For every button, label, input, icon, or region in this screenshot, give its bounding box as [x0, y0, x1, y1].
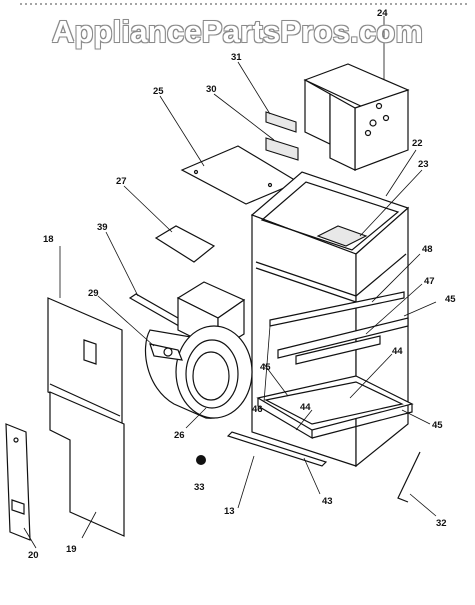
callout-33: 33 — [194, 482, 205, 493]
part-23-filter-plate[interactable] — [316, 225, 368, 247]
callout-25: 25 — [153, 86, 164, 97]
callout-30: 30 — [206, 84, 217, 95]
part-29-motor-mount[interactable] — [149, 343, 183, 361]
part-47-rail[interactable] — [277, 317, 409, 365]
part-31-plate[interactable] — [265, 111, 297, 133]
callout-22: 22 — [412, 138, 423, 149]
part-32-rod[interactable] — [397, 451, 421, 503]
leader-lines — [23, 16, 437, 549]
callout-31: 31 — [231, 52, 242, 63]
part-48-rail[interactable] — [269, 291, 405, 327]
callout-47: 47 — [424, 276, 435, 287]
callout-44-upper: 44 — [392, 346, 403, 357]
part-24-top-box[interactable] — [303, 63, 410, 171]
part-19-lower-door[interactable] — [49, 391, 125, 537]
callout-26: 26 — [174, 430, 185, 441]
callout-46: 46 — [252, 404, 263, 415]
callout-18: 18 — [43, 234, 54, 245]
callout-45-left: 45 — [260, 362, 271, 373]
callout-44-lower: 44 — [300, 402, 311, 413]
callout-24: 24 — [377, 8, 388, 19]
callout-39: 39 — [97, 222, 108, 233]
callout-45-right: 45 — [445, 294, 456, 305]
callout-labels: 24 31 30 25 22 23 27 39 18 29 48 47 45 4… — [28, 8, 456, 561]
callout-29: 29 — [88, 288, 99, 299]
part-30-plate[interactable] — [265, 137, 299, 161]
part-27-bracket[interactable] — [154, 225, 216, 263]
callout-13: 13 — [224, 506, 235, 517]
callout-20: 20 — [28, 550, 39, 561]
callout-19: 19 — [66, 544, 77, 555]
part-20-control-panel[interactable] — [5, 423, 31, 541]
part-44-base-frame[interactable] — [256, 375, 414, 440]
callout-48: 48 — [422, 244, 433, 255]
callout-27: 27 — [116, 176, 127, 187]
callout-43: 43 — [322, 496, 333, 507]
callout-45-lower: 45 — [432, 420, 443, 431]
callout-32: 32 — [436, 518, 447, 529]
callout-23: 23 — [418, 159, 429, 170]
part-33-screw[interactable] — [196, 455, 206, 465]
watermark-logo: AppliancePartsPros.com — [51, 14, 424, 49]
part-43-strip[interactable] — [226, 431, 328, 467]
